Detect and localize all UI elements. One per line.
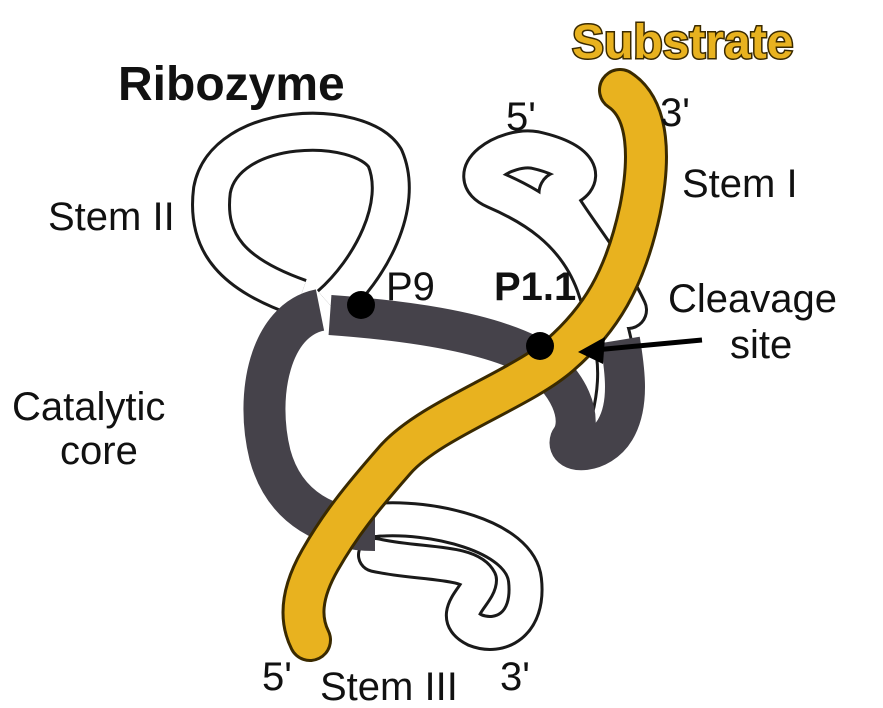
ribozyme-title: Ribozyme	[118, 58, 345, 111]
stem-ii-label: Stem II	[48, 195, 175, 239]
cleavage-label-line2: site	[730, 323, 792, 367]
substrate-3prime-label: 3'	[660, 91, 690, 135]
stem-ii-loop	[211, 132, 391, 305]
catalytic-core-label-line2: core	[60, 429, 138, 473]
stem-iii-hairpin	[375, 519, 526, 633]
substrate-5prime-label: 5'	[262, 655, 292, 699]
p1-1-dot	[526, 332, 554, 360]
stem-i-5prime-label: 5'	[506, 95, 536, 139]
stem-iii-label: Stem III	[320, 665, 458, 708]
stem-iii-3prime-label: 3'	[500, 655, 530, 699]
catalytic-core-label-line1: Catalytic	[12, 385, 165, 429]
p1-1-label: P1.1	[494, 265, 576, 309]
p9-dot	[347, 291, 375, 319]
stem-i-label: Stem I	[682, 162, 798, 206]
p9-label: P9	[386, 265, 435, 309]
substrate-title: Substrate	[572, 16, 793, 69]
cleavage-label-line1: Cleavage	[668, 277, 837, 321]
